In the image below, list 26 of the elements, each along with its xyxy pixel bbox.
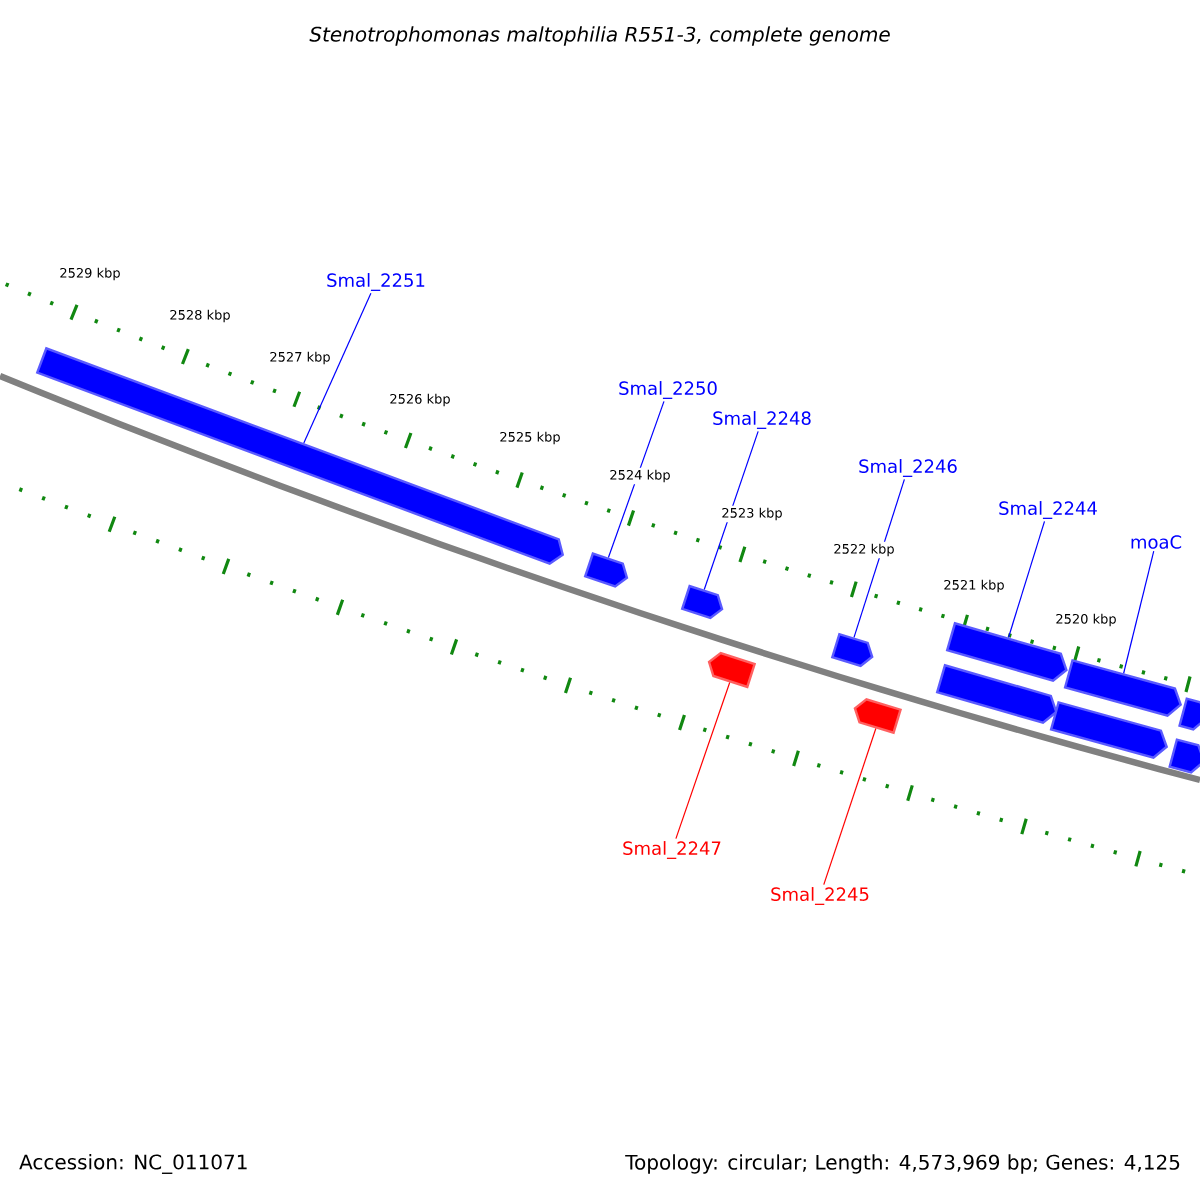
gene-label: Smal_2248	[713, 411, 811, 429]
leader-line	[1007, 520, 1046, 639]
gene-label: Smal_2244	[999, 501, 1097, 519]
leader-line	[607, 400, 665, 559]
leader-line	[823, 727, 877, 886]
gene-block	[680, 584, 724, 620]
gene-label: Smal_2250	[619, 381, 717, 399]
genome-info-text: Topology: circular; Length: 4,573,969 bp; Genes: 4,125	[625, 1154, 1180, 1174]
gene-block	[583, 552, 629, 588]
gene-block	[853, 698, 903, 735]
leader-line	[303, 292, 372, 444]
gene-block	[1168, 738, 1200, 774]
gene-label: Smal_2246	[859, 459, 957, 477]
leader-line	[1123, 550, 1155, 674]
accession-text: Accession: NC_011071	[19, 1154, 247, 1174]
gene-block	[707, 651, 757, 689]
leader-line	[703, 430, 759, 591]
gene-block	[1178, 697, 1200, 731]
leader-line	[675, 681, 731, 840]
gene-label: moaC	[1131, 535, 1182, 549]
gene-block	[830, 632, 874, 668]
title: Stenotrophomonas maltophilia R551-3, complete genome	[309, 26, 890, 46]
gene-label: Smal_2245	[771, 887, 869, 905]
leader-line	[853, 478, 905, 639]
gene-label: Smal_2251	[327, 273, 425, 291]
gene-label: Smal_2247	[623, 841, 721, 859]
